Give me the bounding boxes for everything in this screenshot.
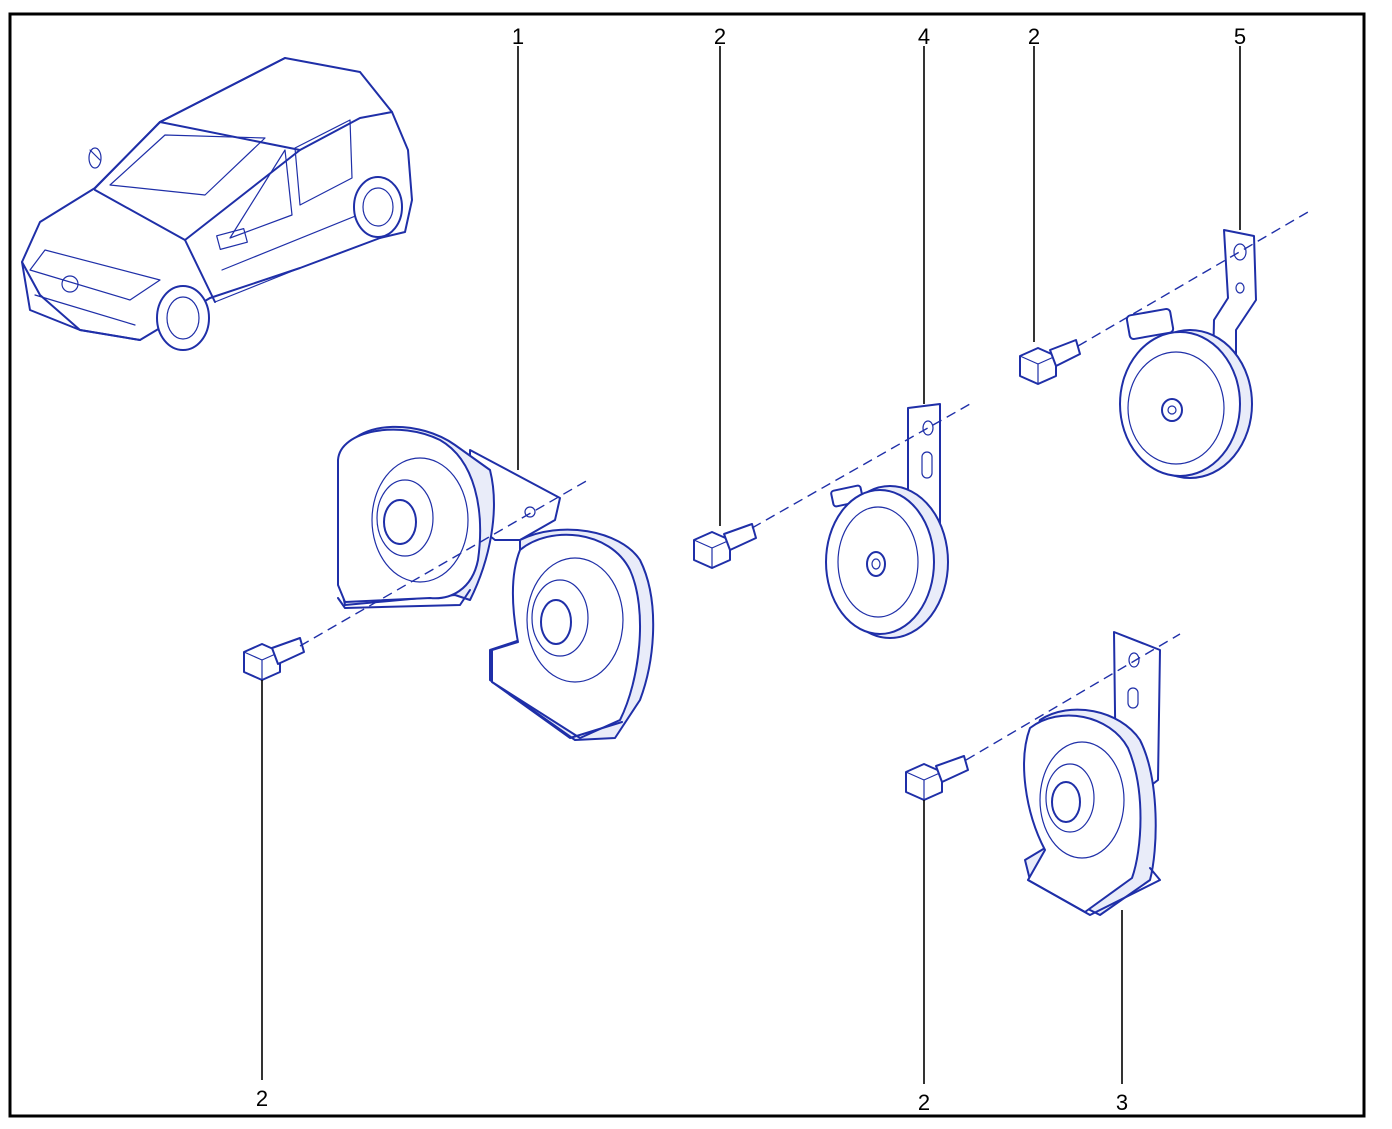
bolt-c [1019,339,1081,385]
disc-horn-with-bracket-4 [825,403,949,639]
callout-2-top-a: 2 [714,24,726,49]
diagram-border [8,12,1366,1118]
dual-snail-horn-assembly [337,425,655,741]
leader-lines [261,46,1241,1084]
callout-2-bottom-a: 2 [256,1086,268,1111]
callout-3: 3 [1116,1090,1128,1115]
callout-2-top-b: 2 [1028,24,1040,49]
callout-5: 5 [1234,24,1246,49]
snail-horn-with-bracket-3 [1023,631,1161,916]
callout-2-bottom-b: 2 [918,1090,930,1115]
car-illustration [21,57,413,351]
callout-4: 4 [918,24,930,49]
callout-labels: 1 2 4 2 5 2 2 3 [256,24,1246,1115]
callout-1: 1 [512,24,524,49]
disc-horn-with-bracket-5 [1119,229,1257,479]
assembly-axes [299,211,1309,761]
bolt-a [243,637,305,681]
bolt-d [905,755,969,801]
bolt-b [693,523,757,569]
